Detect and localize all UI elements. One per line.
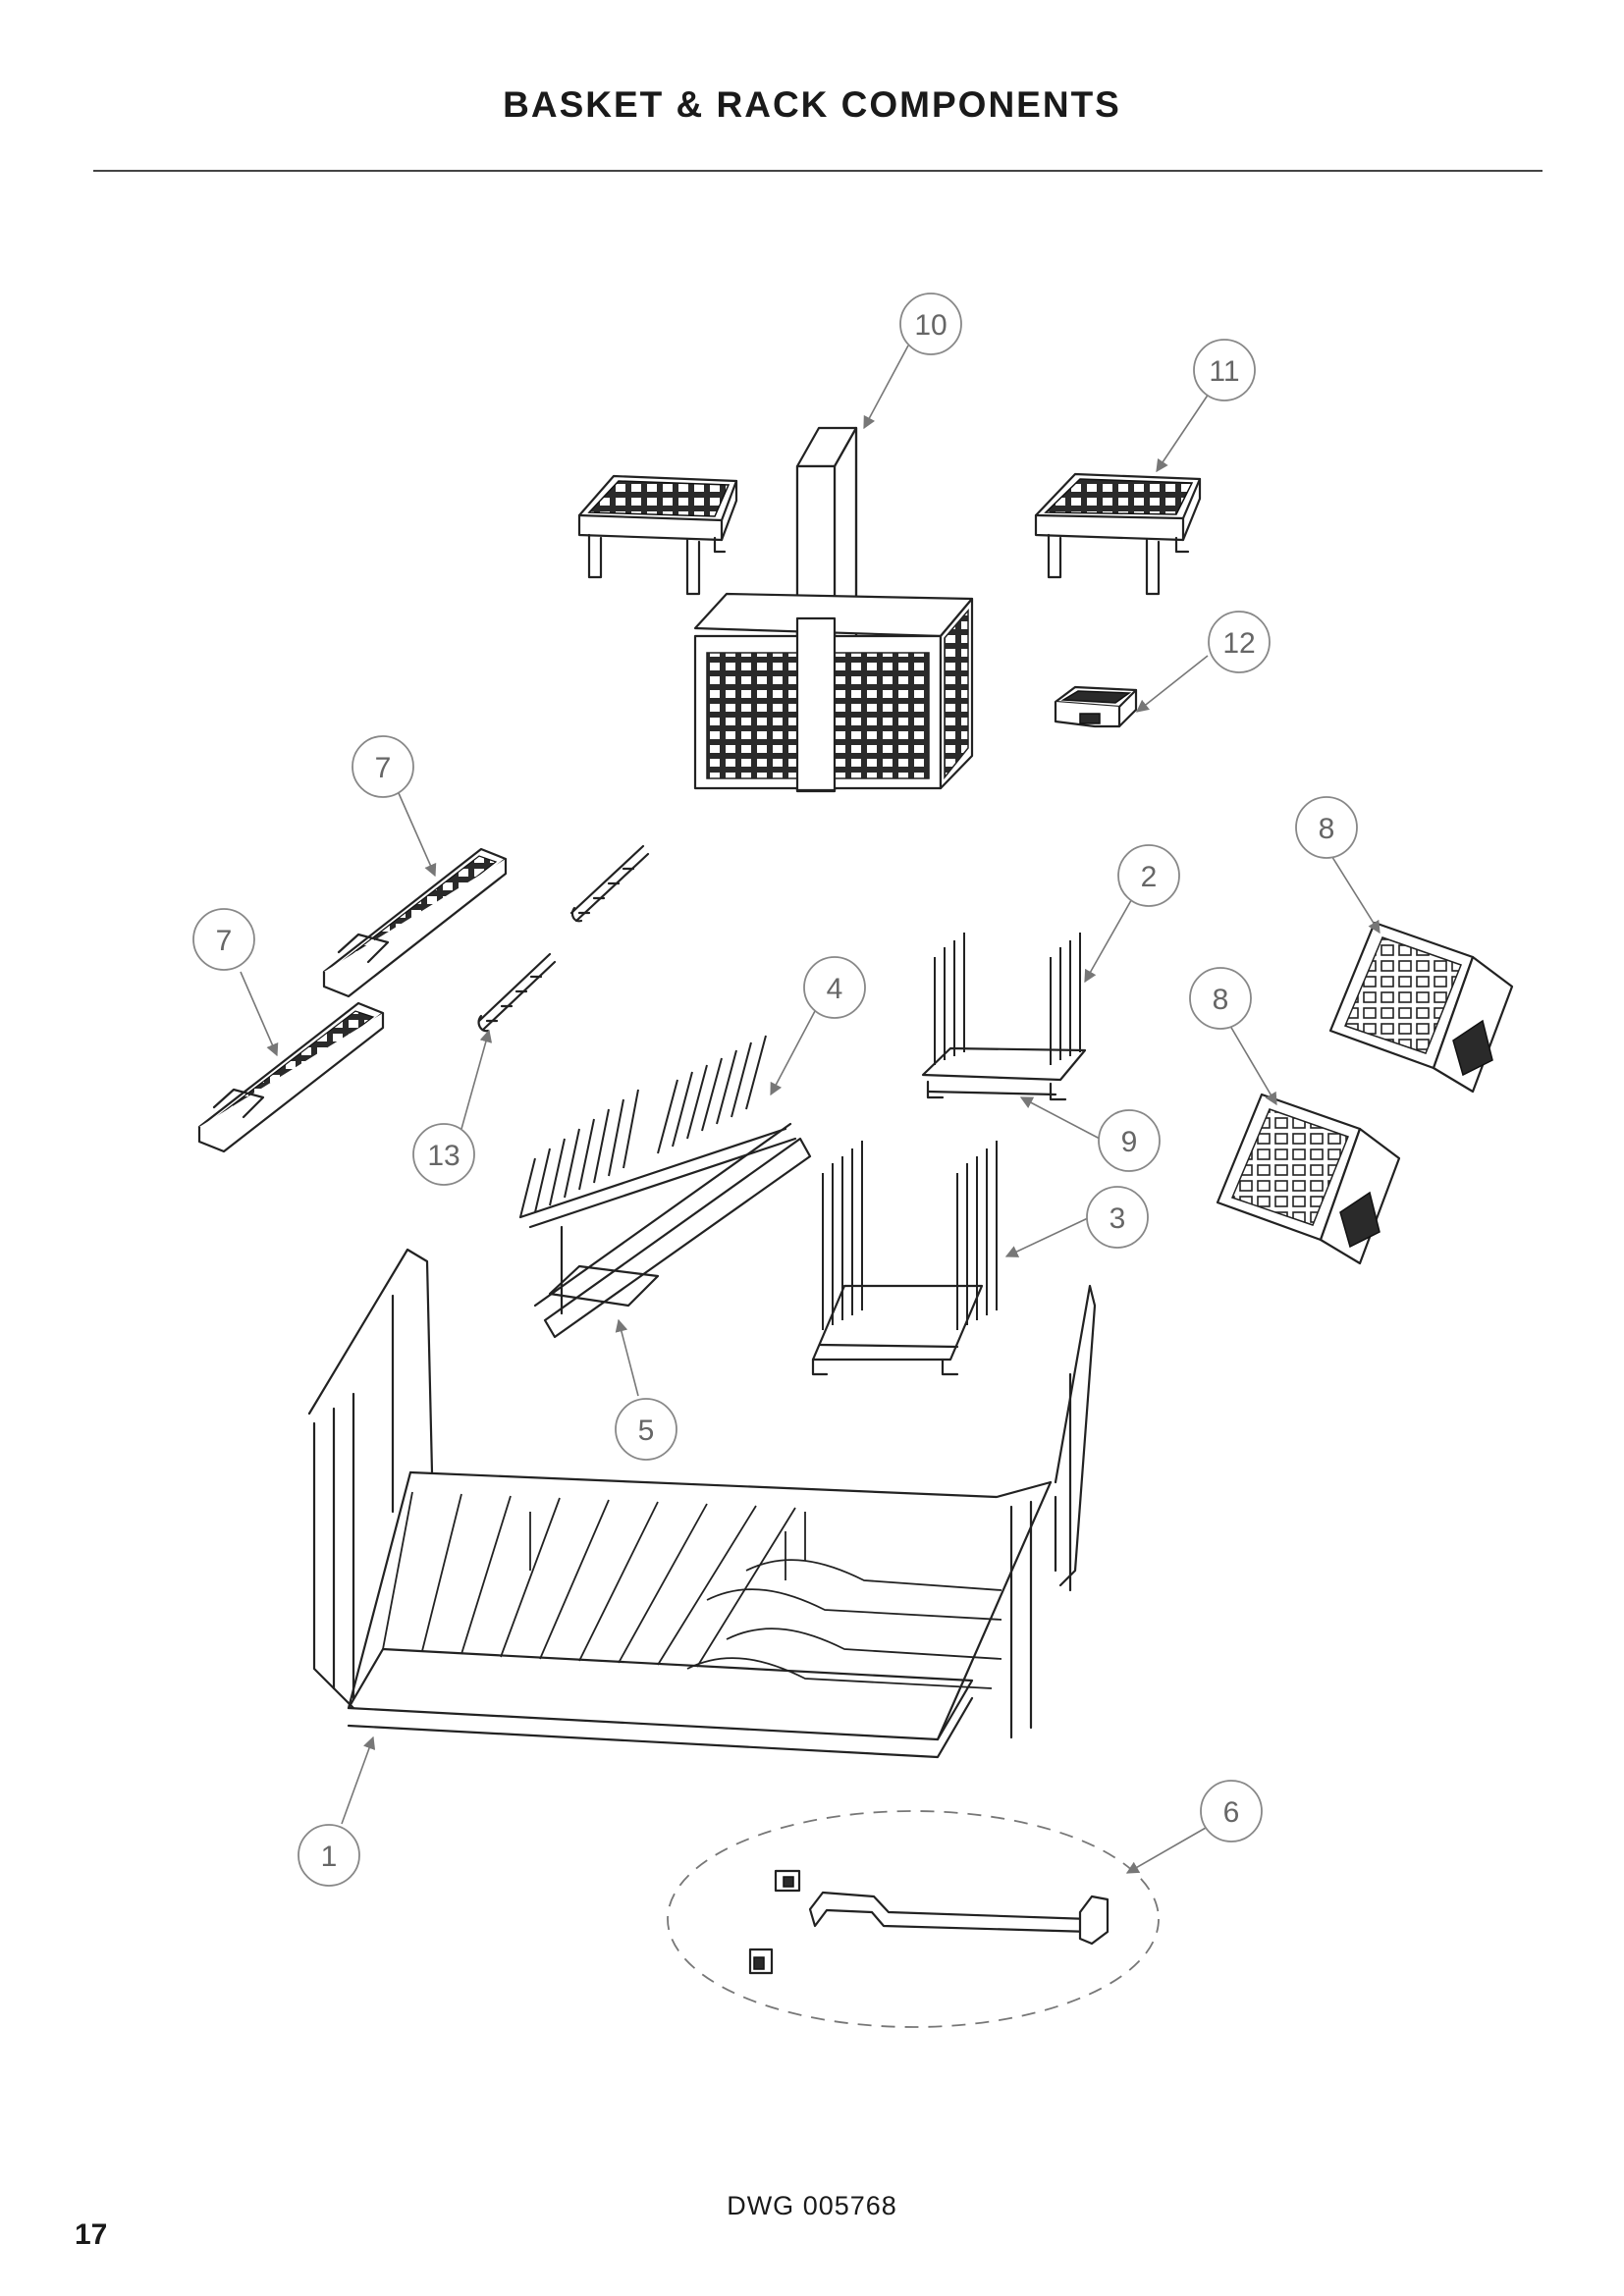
title-divider — [93, 170, 1543, 172]
basket-lid-right-part — [1034, 472, 1202, 596]
drawing-number: DWG 005768 — [727, 2191, 897, 2220]
tine-rack-part — [518, 1035, 812, 1339]
cutlery-basket-part — [693, 426, 974, 793]
svg-text:2: 2 — [1141, 861, 1158, 893]
callout-3: 3 — [1086, 1186, 1149, 1249]
callout-2: 2 — [1117, 844, 1180, 907]
svg-text:9: 9 — [1121, 1126, 1138, 1158]
rail-and-clips-group — [667, 1810, 1160, 2028]
callout-13: 13 — [412, 1123, 475, 1186]
svg-text:6: 6 — [1223, 1796, 1240, 1829]
svg-text:13: 13 — [427, 1140, 460, 1172]
svg-text:8: 8 — [1319, 813, 1335, 845]
small-cup-part — [1054, 685, 1138, 728]
svg-text:7: 7 — [375, 752, 392, 784]
side-basket-lower-part — [1216, 1093, 1401, 1265]
small-tine-rack-upper-part — [921, 933, 1087, 1101]
svg-text:8: 8 — [1213, 984, 1229, 1016]
basket-lid-left-part — [577, 474, 738, 596]
svg-text:12: 12 — [1222, 627, 1255, 660]
svg-text:3: 3 — [1110, 1202, 1126, 1235]
svg-text:1: 1 — [321, 1841, 338, 1873]
callout-7-upper: 7 — [352, 735, 414, 798]
main-wire-rack-part — [307, 1248, 1097, 1759]
small-tine-rack-lower-part — [811, 1141, 998, 1376]
callout-5: 5 — [615, 1398, 677, 1461]
svg-text:11: 11 — [1209, 355, 1239, 388]
callout-6: 6 — [1200, 1780, 1263, 1842]
tine-holder-upper-part — [322, 847, 508, 998]
callout-8-lower: 8 — [1189, 967, 1252, 1030]
callout-8-upper: 8 — [1295, 796, 1358, 859]
svg-text:5: 5 — [638, 1415, 655, 1447]
svg-text:7: 7 — [216, 925, 233, 957]
svg-text:10: 10 — [914, 309, 947, 342]
svg-text:4: 4 — [827, 973, 843, 1005]
callout-4: 4 — [803, 956, 866, 1019]
tine-holder-lower-part — [197, 1001, 385, 1153]
callout-11: 11 — [1193, 339, 1256, 401]
tine-clip-parts — [477, 844, 650, 1033]
page-title: BASKET & RACK COMPONENTS — [503, 84, 1121, 125]
page-number: 17 — [75, 2218, 108, 2251]
leader-lines — [240, 345, 1380, 1874]
callout-1: 1 — [298, 1824, 360, 1887]
callout-10: 10 — [899, 293, 962, 355]
callout-7-lower: 7 — [192, 908, 255, 971]
callout-12: 12 — [1208, 611, 1271, 673]
callout-9: 9 — [1098, 1109, 1161, 1172]
side-basket-upper-part — [1328, 921, 1514, 1094]
